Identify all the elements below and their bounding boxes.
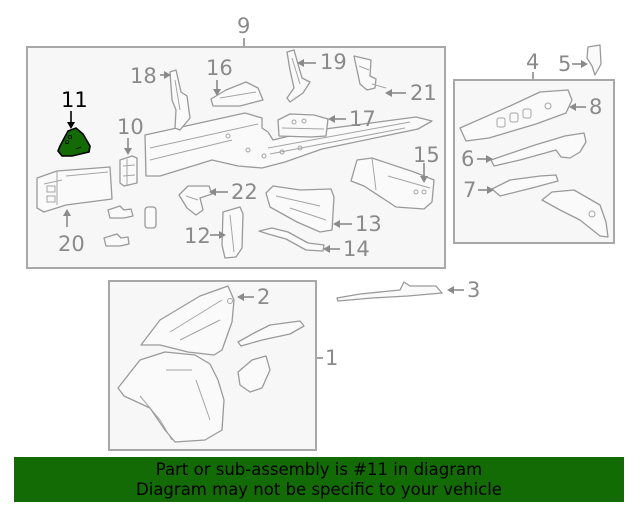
bolt-lower: [103, 233, 130, 247]
callout-3[interactable]: 3: [467, 278, 481, 302]
part-14[interactable]: [258, 227, 340, 253]
callout-6[interactable]: 6: [461, 147, 475, 171]
part-5[interactable]: [572, 44, 602, 76]
part-13[interactable]: [265, 185, 352, 233]
callout-2[interactable]: 2: [257, 285, 271, 309]
callout-14[interactable]: 14: [343, 237, 370, 261]
part-9-frame-rail[interactable]: [144, 112, 433, 177]
part-22[interactable]: [178, 185, 228, 216]
callout-18[interactable]: 18: [130, 64, 157, 88]
callout-15[interactable]: 15: [413, 143, 440, 167]
banner-line-1: Part or sub-assembly is #11 in diagram: [155, 460, 483, 479]
banner-line-2: Diagram may not be specific to your vehi…: [136, 480, 502, 499]
part-11-highlighted[interactable]: [57, 111, 91, 157]
callout-9[interactable]: 9: [237, 14, 251, 38]
part-6[interactable]: [477, 132, 587, 167]
callout-8[interactable]: 8: [589, 95, 603, 119]
part-15[interactable]: [350, 157, 435, 210]
part-2[interactable]: [140, 285, 254, 356]
callout-20[interactable]: 20: [58, 232, 85, 256]
part-19[interactable]: [286, 49, 316, 103]
callout-1[interactable]: 1: [325, 346, 339, 370]
callout-21[interactable]: 21: [410, 81, 437, 105]
callout-5[interactable]: 5: [558, 52, 572, 76]
part-21[interactable]: [353, 55, 406, 97]
part-18[interactable]: [160, 69, 191, 131]
part-10[interactable]: [119, 138, 138, 187]
part-8[interactable]: [459, 89, 586, 142]
callout-12[interactable]: 12: [184, 224, 211, 248]
part-17[interactable]: [277, 113, 346, 138]
part-16[interactable]: [210, 80, 264, 107]
part-unlabeled-4: [541, 189, 609, 238]
info-banner: Part or sub-assembly is #11 in diagram D…: [14, 457, 624, 502]
part-7[interactable]: [478, 174, 559, 197]
part-unlabeled-1a: [237, 320, 305, 347]
sleeve: [144, 206, 157, 229]
part-1-wheelhouse: [117, 351, 225, 443]
part-12[interactable]: [210, 206, 244, 259]
callout-7[interactable]: 7: [463, 178, 477, 202]
part-3[interactable]: [336, 281, 464, 302]
callout-17[interactable]: 17: [349, 107, 376, 131]
callout-13[interactable]: 13: [355, 212, 382, 236]
part-20[interactable]: [36, 166, 113, 227]
callout-16[interactable]: 16: [206, 56, 233, 80]
callout-10[interactable]: 10: [117, 115, 144, 139]
part-unlabeled-1b: [237, 355, 271, 393]
callout-11-highlighted[interactable]: 11: [61, 88, 88, 112]
bolt-upper: [107, 205, 134, 219]
callout-4[interactable]: 4: [526, 50, 540, 74]
callout-19[interactable]: 19: [320, 50, 347, 74]
callout-22[interactable]: 22: [231, 180, 258, 204]
